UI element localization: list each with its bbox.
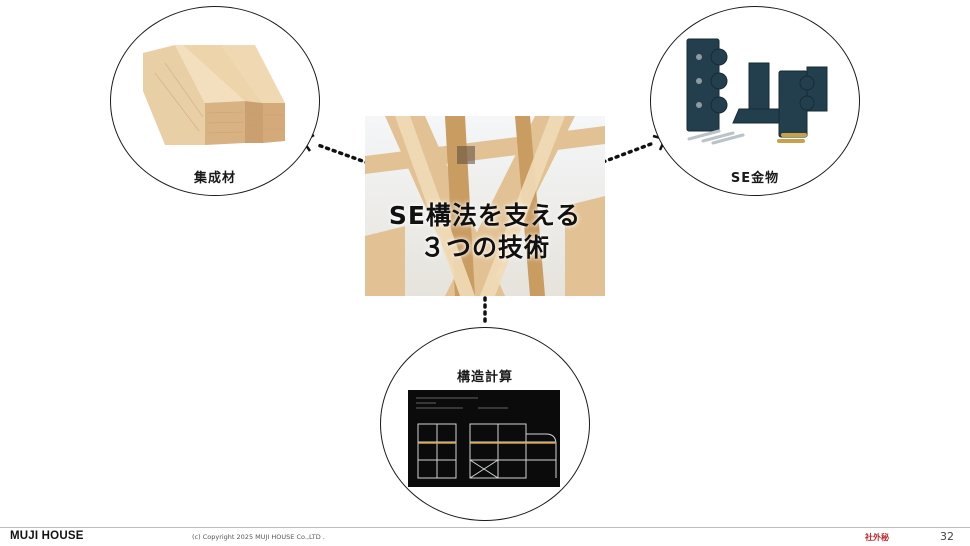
- laminated-timber-image: [143, 45, 285, 145]
- node-label-structural-calc: 構造計算: [456, 370, 513, 385]
- structural-calc-screen-image: [408, 390, 560, 487]
- timber-frame-image: [365, 116, 605, 296]
- se-hardware-image: [686, 38, 828, 145]
- brand-logo: MUJI HOUSE: [10, 530, 84, 542]
- center-title: SE構法を支える ３つの技術: [365, 200, 605, 264]
- arrow-to-se-hardware: [601, 142, 653, 164]
- confidential-label: 社外秘: [865, 533, 889, 542]
- footer-divider: [0, 527, 970, 528]
- center-title-line2: ３つの技術: [419, 233, 550, 262]
- center-timber-frame-photo: SE構法を支える ３つの技術: [365, 116, 605, 296]
- node-laminated-timber: 集成材: [110, 6, 320, 196]
- node-structural-calc: 構造計算: [380, 327, 590, 521]
- node-label-laminated-timber: 集成材: [193, 171, 236, 186]
- center-title-line1: SE構法を支える: [388, 201, 582, 230]
- page-number: 32: [940, 530, 954, 543]
- node-se-hardware: SE金物: [650, 6, 860, 196]
- node-label-se-hardware: SE金物: [730, 171, 780, 186]
- copyright-text: (c) Copyright 2025 MUJI HOUSE Co.,LTD .: [192, 533, 325, 541]
- arrow-to-laminated-timber: [316, 143, 370, 165]
